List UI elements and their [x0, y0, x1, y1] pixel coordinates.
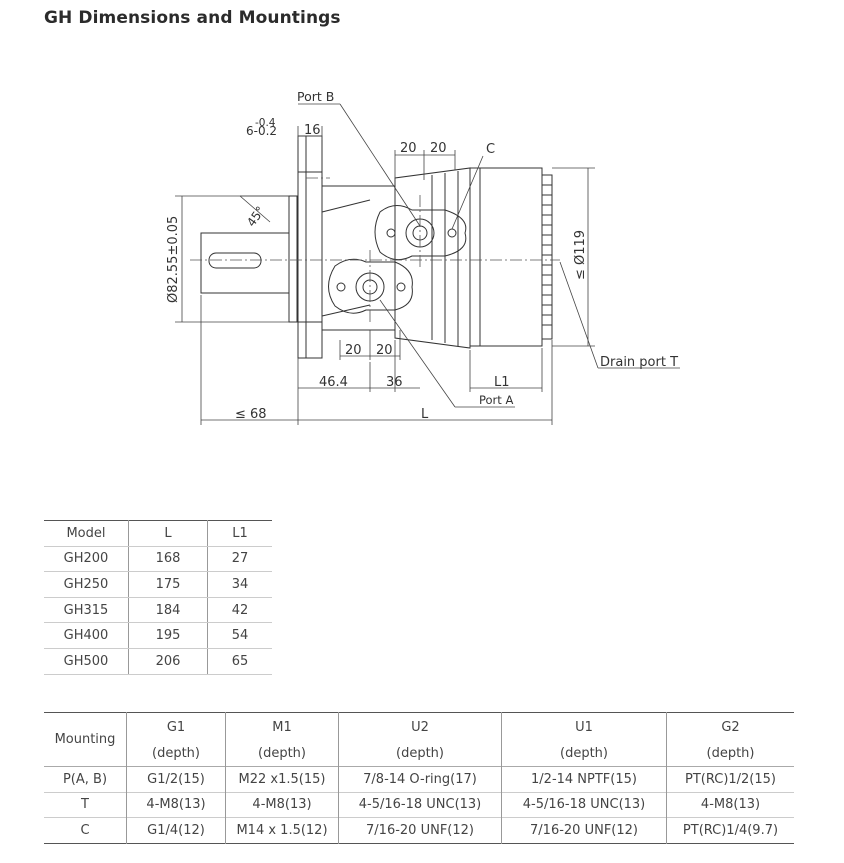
dim-68: ≤ 68: [235, 407, 267, 422]
mounting-flange: [297, 135, 323, 359]
cell-m1: 4-M8(13): [225, 792, 339, 818]
dim-20-bot-a: 20: [345, 343, 362, 358]
subheader-depth: (depth): [501, 741, 667, 767]
header-l1: L1: [207, 520, 272, 547]
angle-45: 45°: [244, 204, 268, 229]
table-row: T 4-M8(13) 4-M8(13) 4-5/16-18 UNC(13) 4-…: [44, 792, 794, 818]
motor-body: [469, 167, 543, 347]
cell-l: 168: [128, 546, 208, 573]
port-a-flange: [328, 258, 413, 314]
drain-port-label: Drain port T: [600, 355, 678, 370]
cell-g2: PT(RC)1/2(15): [685, 771, 776, 787]
shaft-keyway: [208, 252, 262, 269]
header-u1: U1: [501, 712, 667, 742]
table-header-row: Model L L1: [44, 520, 272, 547]
table-row: GH200 168 27: [44, 546, 272, 573]
cell-l1: 42: [207, 597, 272, 624]
cell-model: GH250: [44, 571, 129, 598]
end-cap: [541, 174, 553, 340]
subheader-depth: (depth): [225, 741, 339, 767]
dim-46-4: 46.4: [319, 375, 348, 390]
shaft-collar: [288, 195, 298, 323]
table-row: GH250 175 34: [44, 571, 272, 598]
cell-m1: M22 x1.5(15): [225, 766, 339, 792]
dim-20-top-b: 20: [430, 141, 447, 156]
cell-g2: 4-M8(13): [700, 797, 761, 813]
cell-u1: 4-5/16-18 UNC(13): [501, 792, 667, 818]
cell-model: GH400: [44, 622, 129, 649]
header-u2: U2: [338, 712, 502, 742]
tolerance-lower: 6-0.2: [246, 124, 277, 138]
dia-body: ≤ Ø119: [573, 230, 588, 280]
cell-l: 195: [128, 622, 208, 649]
cell-g1: 4-M8(13): [126, 792, 226, 818]
cell-l: 175: [128, 571, 208, 598]
cell-u2: 4-5/16-18 UNC(13): [338, 792, 502, 818]
table-row: GH315 184 42: [44, 597, 272, 624]
cell-mounting: P(A, B): [44, 766, 127, 792]
page-title: GH Dimensions and Mountings: [44, 8, 341, 28]
subheader-depth: (depth): [706, 746, 755, 762]
port-b-label: Port B: [297, 89, 334, 104]
header-m1: M1: [225, 712, 339, 742]
table-row: GH500 206 65: [44, 648, 272, 675]
cell-g1: G1/4(12): [126, 817, 226, 843]
header-mounting: Mounting: [44, 712, 127, 767]
end-cap-ribs: [542, 184, 552, 326]
table-row: C G1/4(12) M14 x 1.5(12) 7/16-20 UNF(12)…: [44, 817, 794, 843]
header-model: Model: [44, 520, 129, 547]
port-a-label: Port A: [479, 393, 513, 407]
subheader-depth: (depth): [126, 741, 226, 767]
cell-model: GH500: [44, 648, 129, 675]
cell-u1: 7/16-20 UNF(12): [501, 817, 667, 843]
dim-20-top-a: 20: [400, 141, 417, 156]
table-row: P(A, B) G1/2(15) M22 x1.5(15) 7/8-14 O-r…: [44, 766, 794, 792]
cell-u2: 7/8-14 O-ring(17): [338, 766, 502, 792]
table-row: GH400 195 54: [44, 622, 272, 649]
cell-l: 206: [128, 648, 208, 675]
header-g2: G2: [721, 719, 740, 735]
dim-16: 16: [304, 123, 321, 138]
model-length-table: Model L L1 GH200 168 27 GH250 175 34 GH3…: [44, 520, 272, 675]
dim-36: 36: [386, 375, 403, 390]
cell-l1: 54: [207, 622, 272, 649]
port-b-flange: [374, 205, 467, 261]
dim-l1: L1: [494, 375, 510, 390]
dia-pilot: Ø82.55±0.05: [166, 216, 181, 303]
cell-mounting: T: [44, 792, 127, 818]
mounting-table: Mounting G1 M1 U2 U1 G2 (depth) (depth) …: [44, 712, 794, 844]
c-label: C: [486, 142, 495, 157]
shaft: [200, 232, 290, 294]
cell-g1: G1/2(15): [126, 766, 226, 792]
header-l: L: [128, 520, 208, 547]
cell-l1: 34: [207, 571, 272, 598]
valve-housing: [321, 167, 471, 349]
tolerance-upper: -0.4: [255, 117, 276, 129]
cell-u2: 7/16-20 UNF(12): [338, 817, 502, 843]
table-header-row: Mounting G1 M1 U2 U1 G2: [44, 712, 794, 767]
cell-g2: PT(RC)1/4(9.7): [682, 822, 779, 838]
cell-model: GH200: [44, 546, 129, 573]
cell-l: 184: [128, 597, 208, 624]
dim-l: L: [421, 407, 429, 422]
header-g1: G1: [126, 712, 226, 742]
subheader-depth: (depth): [338, 741, 502, 767]
cell-mounting: C: [44, 817, 127, 843]
cell-u1: 1/2-14 NPTF(15): [501, 766, 667, 792]
cell-l1: 65: [207, 648, 272, 675]
dim-20-bot-b: 20: [376, 343, 393, 358]
table-subheader-row: (depth) (depth) (depth) (depth) (depth): [44, 741, 794, 767]
cell-l1: 27: [207, 546, 272, 573]
motor-dimension-drawing: Port B -0.4 6-0.2 16 20 20 C 45° Ø82.55±…: [166, 89, 680, 425]
cell-m1: M14 x 1.5(12): [225, 817, 339, 843]
cell-model: GH315: [44, 597, 129, 624]
